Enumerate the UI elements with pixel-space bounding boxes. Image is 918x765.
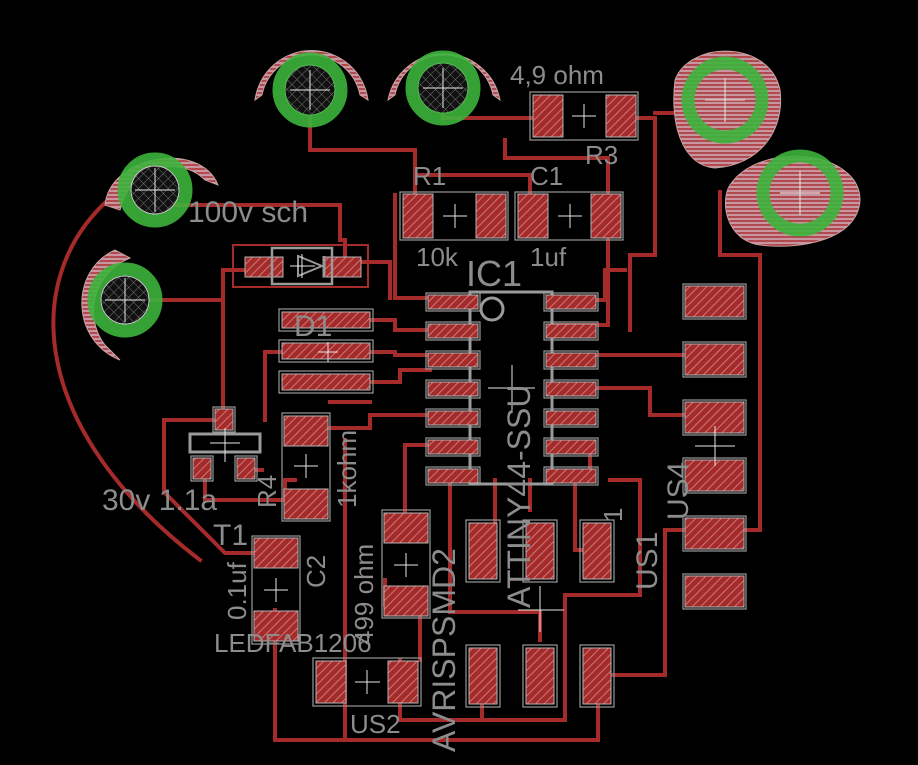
trace [626,116,657,332]
resistor-r3[interactable] [529,91,639,141]
ic1-pin[interactable] [427,468,479,484]
resistor-499ohm[interactable] [381,509,431,619]
ic1-pin[interactable] [427,294,479,310]
label-c2-value: 0.1uf [222,561,252,620]
ic1-pin[interactable] [545,381,597,397]
label-d1-name: D1 [294,310,332,343]
label-r-led-value: 499 ohm [349,544,379,645]
label-us1-name: US1 [631,532,664,590]
trace [413,173,532,197]
label-t1-name: T1 [213,519,248,552]
trace [610,528,692,677]
ic1-pin[interactable] [427,410,479,426]
ic1-pin[interactable] [427,323,479,339]
ic1-attiny44[interactable] [425,290,599,486]
label-r1-value: 10k [416,242,459,272]
label-r4-value: 1kohm [332,430,362,508]
via-pad-1[interactable] [254,50,369,128]
trace [370,350,432,357]
label-c1-value: 1uf [530,242,567,272]
trace [503,138,610,212]
trace [563,478,642,597]
ftdi-pad[interactable] [684,517,745,550]
label-us2-name: US2 [350,709,401,739]
via-pad-gnd[interactable] [673,50,782,169]
ic1-pin[interactable] [545,410,597,426]
trace [393,193,432,300]
trace [718,190,762,532]
resistor-r1[interactable] [399,191,509,241]
label-us1-pin: 1 [598,508,628,522]
diode-d1[interactable] [278,308,374,394]
via-pad-in[interactable] [104,152,219,228]
label-isp-name: AVRISPSMD2 [426,548,462,752]
ic1-pin[interactable] [427,439,479,455]
label-ic1-value: ATTINY44-SSU [501,385,537,608]
label-r3-value: 4,9 ohm [510,60,604,90]
label-us4-name: US4 [662,462,695,520]
ic1-pin[interactable] [427,381,479,397]
trace [553,386,692,417]
label-diode-note: 100v sch [188,196,308,229]
ftdi-pad[interactable] [684,343,745,376]
label-t1-value: 30v 1.1a [102,484,217,517]
trace [162,418,257,555]
ftdi-header-us4[interactable] [682,283,747,610]
trace [163,203,392,300]
ftdi-pad[interactable] [684,285,745,318]
via-pad-out[interactable] [81,249,163,361]
trace [370,368,432,384]
trace [328,413,432,430]
capacitor-c2[interactable] [251,535,301,645]
label-led-name: LEDFAB1206 [214,628,372,658]
trace [51,197,203,563]
led-us2[interactable] [312,657,422,707]
label-ic1-name: IC1 [466,253,522,294]
diode-schottky[interactable] [232,244,369,288]
ftdi-pad[interactable] [684,575,745,608]
ic1-pin[interactable] [545,352,597,368]
trace [370,318,432,332]
isp-header-avrispsmd2[interactable] [465,519,615,708]
label-c1-name: C1 [530,161,563,191]
trace [403,443,432,527]
via-pad-2[interactable] [387,50,501,126]
capacitor-c1[interactable] [514,191,624,241]
trace [263,350,284,422]
silkscreen-labels: 4,9 ohm R3 R1 C1 10k 1uf IC1 100v sch D1… [102,60,695,752]
ic1-pin[interactable] [545,323,597,339]
transistor-t1[interactable] [188,406,262,482]
ic1-pin[interactable] [427,352,479,368]
label-c2-name: C2 [301,555,331,588]
ic1-pin[interactable] [545,294,597,310]
resistor-r4[interactable] [281,412,331,522]
label-r3-name: R3 [585,140,618,170]
ic1-pin[interactable] [545,439,597,455]
ic1-pin[interactable] [545,468,597,484]
label-r1-name: R1 [413,161,446,191]
label-r4-name: R4 [252,475,282,508]
ftdi-pad[interactable] [684,459,745,492]
via-pad-vcc[interactable] [724,149,861,247]
